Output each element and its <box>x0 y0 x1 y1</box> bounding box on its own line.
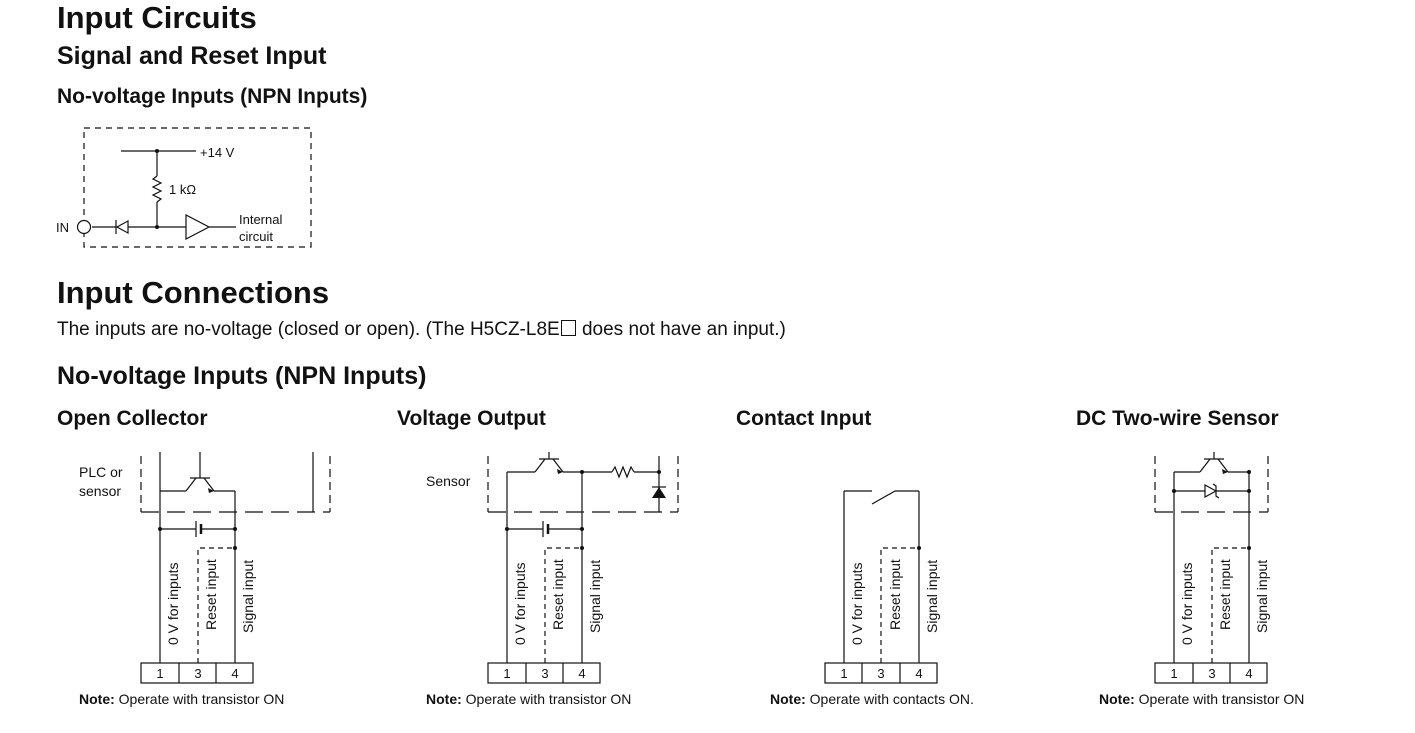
wire-label-0v: 0 V for inputs <box>849 563 865 646</box>
resistor-label: 1 kΩ <box>169 182 196 197</box>
wire-label-0v: 0 V for inputs <box>1179 563 1195 646</box>
terminal-1: 1 <box>840 666 847 681</box>
internal-label: Internal <box>239 212 282 227</box>
sensor-label: Sensor <box>426 473 471 489</box>
panel-title-voltage-output: Voltage Output <box>397 407 546 430</box>
section-heading-signal-reset: Signal and Reset Input <box>57 42 327 70</box>
panel-title-contact-input: Contact Input <box>736 407 872 430</box>
circuit-label: circuit <box>239 229 273 244</box>
section-heading-input-connections: Input Connections <box>57 275 330 310</box>
diode-icon <box>652 487 666 498</box>
plc-label: PLC or <box>79 464 123 480</box>
subheading-no-voltage-1: No-voltage Inputs (NPN Inputs) <box>57 85 368 108</box>
terminal-4: 4 <box>915 666 922 681</box>
diode-symbol <box>115 219 129 235</box>
terminal-1: 1 <box>503 666 510 681</box>
note-open-collector: Note: Operate with transistor ON <box>79 691 285 707</box>
resistor-symbol <box>151 175 163 203</box>
wire-label-0v: 0 V for inputs <box>165 563 181 646</box>
in-terminal <box>76 219 92 235</box>
placeholder-box-icon <box>560 320 576 336</box>
terminal-1: 1 <box>1170 666 1177 681</box>
panel-title-dc-two-wire: DC Two-wire Sensor <box>1076 407 1279 430</box>
sensor-label: sensor <box>79 483 121 499</box>
note-contact-input: Note: Operate with contacts ON. <box>770 691 974 707</box>
wire-label-reset: Reset input <box>550 559 566 630</box>
subheading-no-voltage-2: No-voltage Inputs (NPN Inputs) <box>57 362 427 390</box>
terminal-3: 3 <box>541 666 548 681</box>
switch-contact <box>871 490 896 505</box>
in-label: IN <box>56 220 69 235</box>
wire-label-0v: 0 V for inputs <box>512 563 528 646</box>
internal-boundary <box>83 127 312 248</box>
terminal-4: 4 <box>231 666 238 681</box>
supply-label: +14 V <box>200 145 235 160</box>
terminal-3: 3 <box>877 666 884 681</box>
wire-label-reset: Reset input <box>887 559 903 630</box>
wire-label-signal: Signal input <box>240 560 256 633</box>
note-dc-two-wire: Note: Operate with transistor ON <box>1099 691 1305 707</box>
wire-label-reset: Reset input <box>203 559 219 630</box>
panel-title-open-collector: Open Collector <box>57 407 208 430</box>
wire-label-reset: Reset input <box>1217 559 1233 630</box>
note-voltage-output: Note: Operate with transistor ON <box>426 691 632 707</box>
description-text: The inputs are no-voltage (closed or ope… <box>57 319 786 340</box>
terminal-4: 4 <box>1245 666 1252 681</box>
terminal-4: 4 <box>578 666 585 681</box>
page-title: Input Circuits <box>57 0 257 35</box>
terminal-1: 1 <box>156 666 163 681</box>
terminal-3: 3 <box>1208 666 1215 681</box>
buffer-symbol <box>185 214 211 240</box>
wire-label-signal: Signal input <box>924 560 940 633</box>
terminal-3: 3 <box>194 666 201 681</box>
wire-label-signal: Signal input <box>587 560 603 633</box>
wire-label-signal: Signal input <box>1254 560 1270 633</box>
zener-icon <box>1204 483 1218 499</box>
